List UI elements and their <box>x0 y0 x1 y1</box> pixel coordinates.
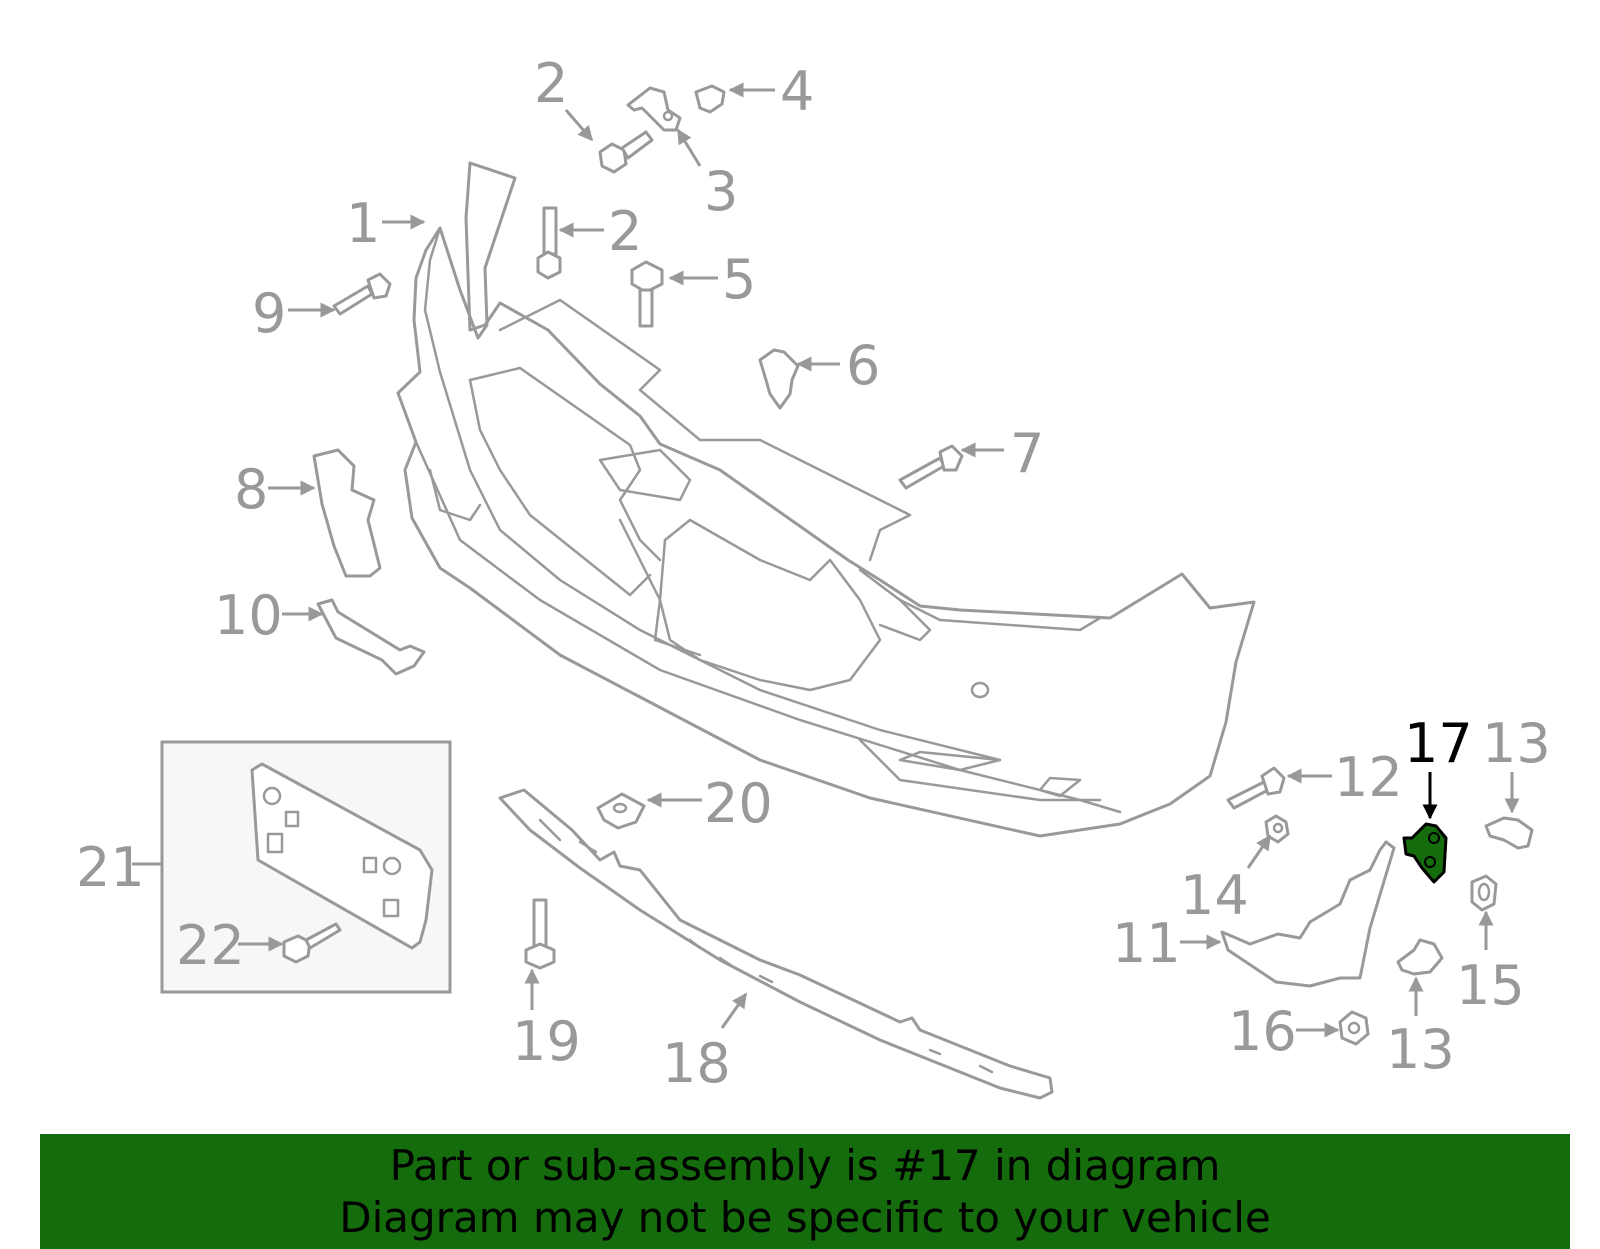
callout-labels: 1 2 2 3 4 5 6 7 8 9 10 11 12 13 13 14 15… <box>76 52 1551 1095</box>
callout-21: 21 <box>76 836 145 899</box>
trim-strip-18 <box>498 788 1054 1100</box>
callout-11: 11 <box>1112 912 1181 975</box>
banner-line-1: Part or sub-assembly is #17 in diagram <box>389 1140 1221 1190</box>
license-plate-inset <box>160 740 452 994</box>
bracket-3 <box>626 86 682 132</box>
callout-4: 4 <box>780 60 814 123</box>
callout-10: 10 <box>214 584 283 647</box>
callout-2-top: 2 <box>534 52 568 115</box>
callout-18: 18 <box>662 1032 731 1095</box>
nut-16 <box>1338 1010 1370 1046</box>
clip-13-upper <box>1484 816 1534 850</box>
bracket-17 <box>1402 822 1448 884</box>
clip-20 <box>596 792 646 830</box>
callout-13-lower: 13 <box>1386 1018 1455 1081</box>
callout-8: 8 <box>234 458 268 521</box>
leader-lines <box>132 82 1520 1038</box>
bolt-7 <box>898 444 964 490</box>
callout-7: 7 <box>1010 422 1044 485</box>
bolt-19 <box>524 898 556 970</box>
callout-12: 12 <box>1334 746 1403 809</box>
callout-3: 3 <box>704 160 738 223</box>
callout-6: 6 <box>846 334 880 397</box>
callout-16: 16 <box>1228 1000 1297 1063</box>
info-banner: Part or sub-assembly is #17 in diagram D… <box>40 1134 1570 1249</box>
clip-13-lower <box>1396 938 1444 976</box>
clip-4 <box>694 84 726 114</box>
callout-15: 15 <box>1456 954 1525 1017</box>
bracket-8 <box>312 448 382 578</box>
bolt-2-mid <box>536 206 562 280</box>
callout-20: 20 <box>704 772 773 835</box>
callout-19: 19 <box>512 1010 581 1073</box>
bolt-2-top <box>598 130 654 174</box>
callout-9: 9 <box>252 282 286 345</box>
bumper-cover <box>396 161 1256 838</box>
callout-13-upper: 13 <box>1482 712 1551 775</box>
callout-17: 17 <box>1404 712 1473 775</box>
callout-2-mid: 2 <box>608 200 642 263</box>
callout-5: 5 <box>722 248 756 311</box>
bolt-9 <box>332 272 392 316</box>
callout-22: 22 <box>176 914 245 977</box>
bolt-5 <box>630 260 664 328</box>
clip-6 <box>758 348 800 410</box>
banner-line-2: Diagram may not be specific to your vehi… <box>339 1192 1271 1242</box>
bolt-12 <box>1226 766 1286 810</box>
bracket-10 <box>316 598 426 676</box>
callout-14: 14 <box>1180 864 1249 927</box>
nut-15 <box>1470 874 1498 912</box>
bracket-11 <box>1220 840 1396 988</box>
callout-1: 1 <box>346 192 380 255</box>
